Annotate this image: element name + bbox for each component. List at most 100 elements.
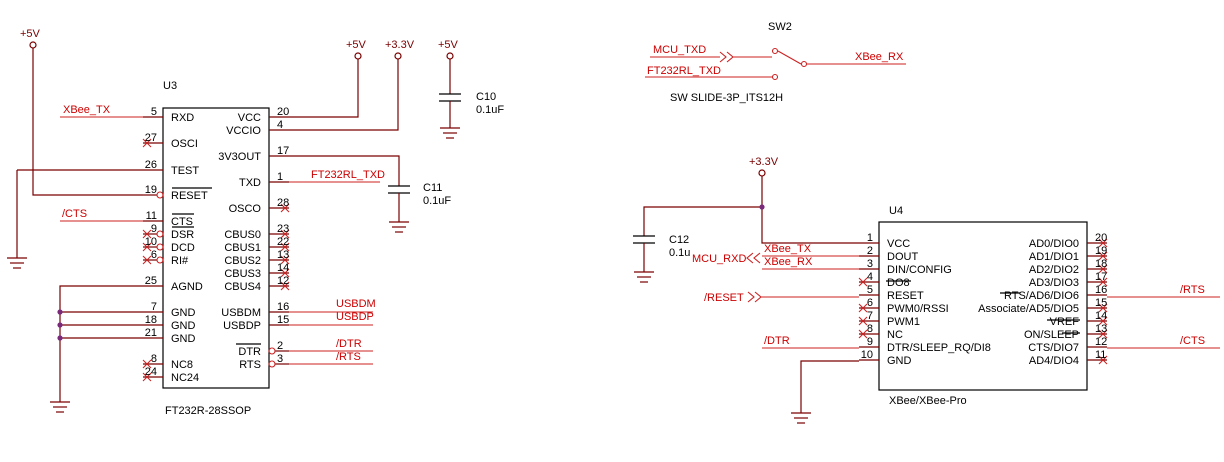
wire-3v3out xyxy=(289,155,400,186)
c10-ref: C10 xyxy=(476,91,496,103)
sw2-part: SW SLIDE-3P_ITS12H xyxy=(670,92,783,104)
u3-left-pin-7-number: 7 xyxy=(151,301,157,313)
u4-supply: +3.3V xyxy=(643,156,859,244)
u3-right-pin-20-number: 20 xyxy=(277,106,289,118)
u3-right-pin-22-name: CBUS1 xyxy=(224,242,261,254)
net-label-ft232rl-txd-u3: FT232RL_TXD xyxy=(311,169,385,181)
u4-ref: U4 xyxy=(889,205,903,217)
u4-right-pins: 20AD0/DIO019AD1/DIO118AD2/DIO217AD3/DIO3… xyxy=(978,232,1108,367)
u4-right-pin-20-name: AD0/DIO0 xyxy=(1029,238,1079,250)
u3-right-pin-16-number: 16 xyxy=(277,301,289,313)
u3-right-pin-16-name: USBDM xyxy=(221,307,261,319)
u3-supply: +5V +3.3V xyxy=(289,39,415,131)
u4-left-pin-10-name: GND xyxy=(887,355,912,367)
power-label-33v-u3: +3.3V xyxy=(385,39,415,51)
power-label-5v-c10: +5V xyxy=(438,39,459,51)
u3-right-pin-3-name: RTS xyxy=(239,359,261,371)
c12-value: 0.1u xyxy=(669,247,690,259)
u4-right-pin-14-number: 14 xyxy=(1095,310,1107,322)
u4-left-pin-2-number: 2 xyxy=(867,245,873,257)
u4-left-pin-9-number: 9 xyxy=(867,336,873,348)
u3-left-pin-24-name: NC24 xyxy=(171,372,199,384)
u3-left-pin-27-number: 27 xyxy=(145,132,157,144)
net-label-rts-u4: /RTS xyxy=(1180,284,1205,296)
net-label-mcu-txd: MCU_TXD xyxy=(653,44,706,56)
u3-right-pin-14-number: 14 xyxy=(277,262,289,274)
u4-gnd xyxy=(791,360,859,424)
u4-body xyxy=(878,221,1088,391)
u4-right-pin-17-name: AD3/DIO3 xyxy=(1029,277,1079,289)
u3-left-pin-26-name: TEST xyxy=(171,165,199,177)
u3-left-pin-19-name: RESET xyxy=(171,190,208,202)
u4-right-pin-16-name: RTS/AD6/DIO6 xyxy=(1004,290,1079,302)
u4-left-pin-8-name: NC xyxy=(887,329,903,341)
u3-left-pin-11-name: CTS xyxy=(171,216,193,228)
wire-vccio xyxy=(289,59,399,131)
u3-right-pin-2-number: 2 xyxy=(277,340,283,352)
u4-left-pin-4-number: 4 xyxy=(867,271,873,283)
u3-right-pin-13-name: CBUS2 xyxy=(224,255,261,267)
capacitor-c12: C12 0.1u xyxy=(633,234,690,283)
u3-left-pin-18-number: 18 xyxy=(145,314,157,326)
u3-right-pin-4-number: 4 xyxy=(277,119,283,131)
u3-right-pin-17-name: 3V3OUT xyxy=(218,151,261,163)
u4-right-pin-19-number: 19 xyxy=(1095,245,1107,257)
power-port-33v-u3 xyxy=(394,52,402,60)
u4-left-pin-10-number: 10 xyxy=(861,349,873,361)
c11-value: 0.1uF xyxy=(423,195,451,207)
u4-left-pin-1-number: 1 xyxy=(867,232,873,244)
net-label-rts-u3: /RTS xyxy=(336,351,361,363)
power-label-33v-u4: +3.3V xyxy=(749,156,779,168)
u4-left-pin-5-number: 5 xyxy=(867,284,873,296)
net-label-xbee-rx-u4: XBee_RX xyxy=(764,256,813,268)
u4-left-pin-9-name: DTR/SLEEP_RQ/DI8 xyxy=(887,342,991,354)
u3-right-pin-28-number: 28 xyxy=(277,197,289,209)
power-label-5v-left: +5V xyxy=(20,28,41,40)
u3-right-pin-12-name: CBUS4 xyxy=(224,281,261,293)
u4-left-pin-2-name: DOUT xyxy=(887,251,918,263)
net-label-usbdp: USBDP xyxy=(336,311,374,323)
u4-right-pin-13-number: 13 xyxy=(1095,323,1107,335)
u3-right-pin-20-name: VCC xyxy=(238,112,261,124)
u4-left-pin-4-name: DO8 xyxy=(887,277,910,289)
u3-right-pin-23-number: 23 xyxy=(277,223,289,235)
wire-5v-reset xyxy=(32,48,143,196)
ground-symbol-left xyxy=(7,257,27,269)
net-label-ft232rl-txd-sw: FT232RL_TXD xyxy=(647,65,721,77)
junction-gnd-1 xyxy=(57,309,63,315)
u4-reset-net: /RESET xyxy=(704,291,859,304)
u3-right-pin-15-number: 15 xyxy=(277,314,289,326)
u3-right-pin-3-number: 3 xyxy=(277,353,283,365)
c10-value: 0.1uF xyxy=(476,104,504,116)
u4-left-pin-3-number: 3 xyxy=(867,258,873,270)
u3-right-pin-12-number: 12 xyxy=(277,275,289,287)
u4-left-pin-7-number: 7 xyxy=(867,310,873,322)
net-label-xbee-tx: XBee_TX xyxy=(63,104,111,116)
u3-left-pin-18-name: GND xyxy=(171,320,196,332)
